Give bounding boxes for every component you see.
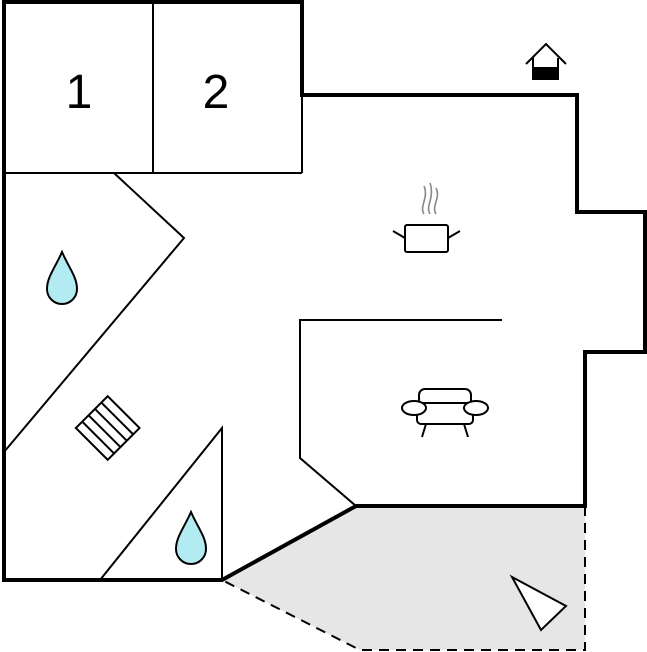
water-drop-icon xyxy=(174,509,208,565)
stairs-icon xyxy=(74,394,141,462)
room-label-1: 1 xyxy=(66,66,93,119)
bathroom-2-wall xyxy=(99,425,223,581)
bathroom-1-wall xyxy=(3,172,186,453)
house-entrance-icon xyxy=(525,42,567,80)
terrace-area xyxy=(222,506,585,650)
outer-wall xyxy=(2,0,647,582)
cooking-pot-icon xyxy=(392,182,461,253)
sofa-icon xyxy=(401,388,489,438)
room-label-2: 2 xyxy=(203,66,230,119)
water-drop-icon xyxy=(45,249,79,305)
terrace-dashed-edge xyxy=(221,506,586,651)
terrace-arrow-icon xyxy=(509,574,568,632)
living-room-partition xyxy=(299,319,502,507)
